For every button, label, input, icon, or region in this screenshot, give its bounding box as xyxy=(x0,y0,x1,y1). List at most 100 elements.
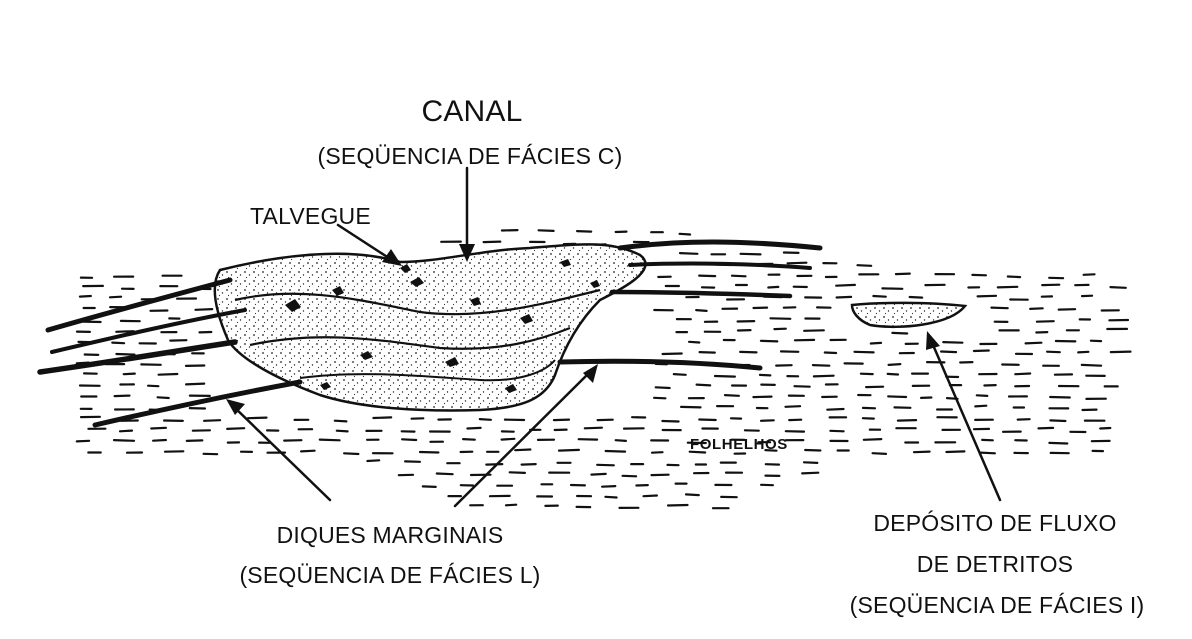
deposito-subtitle: (SEQÜENCIA DE FÁCIES I) xyxy=(812,594,1182,617)
shale-dash xyxy=(696,310,706,311)
shale-dash xyxy=(335,421,347,422)
shale-dash xyxy=(768,287,778,288)
shale-dash xyxy=(795,386,810,387)
shale-dash xyxy=(120,431,132,432)
shale-dash xyxy=(771,318,791,319)
shale-dash xyxy=(662,421,678,422)
debris-flow-lens xyxy=(852,303,965,327)
shale-dash xyxy=(977,395,988,396)
shale-dash xyxy=(814,376,834,377)
shale-dash xyxy=(606,451,625,452)
shale-dash xyxy=(559,450,579,451)
shale-dash xyxy=(788,263,807,264)
shale-dash xyxy=(855,352,874,353)
shale-dash xyxy=(320,440,340,441)
shale-dash xyxy=(1030,308,1043,309)
shale-dash xyxy=(585,428,602,429)
shale-dash xyxy=(998,287,1018,288)
shale-dash xyxy=(858,265,872,266)
shale-dash xyxy=(873,296,885,297)
shale-dash xyxy=(186,384,204,385)
shale-dash xyxy=(1084,274,1095,275)
shale-dash xyxy=(1111,287,1126,288)
shale-dash xyxy=(654,398,665,399)
shale-dash xyxy=(124,374,135,375)
shale-dash xyxy=(486,464,502,465)
shale-dash xyxy=(1049,443,1067,444)
shale-dash xyxy=(680,253,697,254)
shale-dash xyxy=(943,342,962,343)
shale-dash xyxy=(689,342,699,343)
shale-dash xyxy=(830,431,843,432)
shale-dash xyxy=(467,428,480,429)
shale-dash xyxy=(644,496,657,497)
shale-dash xyxy=(80,296,91,297)
canal-subtitle: (SEQÜENCIA DE FÁCIES C) xyxy=(280,145,660,168)
shale-dash xyxy=(1047,352,1060,353)
shale-dash xyxy=(974,351,989,352)
shale-dash xyxy=(402,439,416,440)
shale-dash xyxy=(898,420,916,421)
shale-dash xyxy=(697,385,711,386)
shale-dash xyxy=(910,297,923,298)
shale-dash xyxy=(187,440,203,441)
shale-dash xyxy=(888,396,906,397)
shale-dash xyxy=(115,396,130,397)
shale-dash xyxy=(656,387,670,388)
shale-dash xyxy=(674,374,686,375)
shale-dash xyxy=(158,397,169,398)
shale-dash xyxy=(227,428,244,429)
shale-dash xyxy=(510,472,525,473)
shale-dash xyxy=(344,453,358,454)
shale-dash xyxy=(978,296,996,297)
shale-dash xyxy=(981,453,995,454)
shale-dash xyxy=(463,439,475,440)
shale-dash xyxy=(1078,352,1088,353)
shale-dash xyxy=(946,451,964,452)
shale-dash xyxy=(680,234,691,235)
shale-dash xyxy=(804,462,817,463)
shale-dash xyxy=(873,453,886,454)
shale-dash xyxy=(1050,397,1070,398)
shale-dash xyxy=(681,407,700,408)
shale-dash xyxy=(892,333,907,334)
shale-dash xyxy=(337,431,348,432)
shale-dash xyxy=(116,354,134,355)
shale-dash xyxy=(686,494,699,495)
shale-dash xyxy=(301,451,315,452)
shale-dash xyxy=(805,450,820,451)
shale-dash xyxy=(825,353,836,354)
shale-dash xyxy=(786,406,801,407)
shale-dash xyxy=(522,464,536,465)
shale-dash xyxy=(112,343,124,344)
shale-dash xyxy=(1037,321,1054,322)
shale-dash xyxy=(991,308,1007,309)
shale-dash xyxy=(700,352,715,353)
shale-dash xyxy=(896,274,910,275)
diques-subtitle: (SEQÜENCIA DE FÁCIES L) xyxy=(205,564,575,587)
shale-dash xyxy=(248,418,267,419)
shale-dash xyxy=(761,420,774,421)
shale-dash xyxy=(554,420,569,421)
shale-dash xyxy=(827,409,843,410)
shale-dash xyxy=(804,330,824,331)
shale-dash xyxy=(732,276,746,277)
shale-dash xyxy=(605,497,616,498)
shale-dash xyxy=(871,343,881,344)
shale-dash xyxy=(1039,428,1054,429)
shale-dash xyxy=(1015,374,1030,375)
shale-dash xyxy=(699,420,715,421)
shale-dash xyxy=(914,452,930,453)
shale-dash xyxy=(753,397,771,398)
shale-dash xyxy=(1008,277,1020,278)
shale-dash xyxy=(699,276,715,277)
shale-dash xyxy=(975,406,986,407)
shale-dash xyxy=(889,364,901,365)
shale-dash xyxy=(151,428,166,429)
shale-dash xyxy=(159,374,178,375)
shale-dash xyxy=(741,254,761,255)
diques-label: DIQUES MARGINAIS xyxy=(240,524,540,547)
shale-dash xyxy=(480,419,491,420)
shale-dash xyxy=(1100,428,1110,429)
shale-dash xyxy=(760,375,770,376)
